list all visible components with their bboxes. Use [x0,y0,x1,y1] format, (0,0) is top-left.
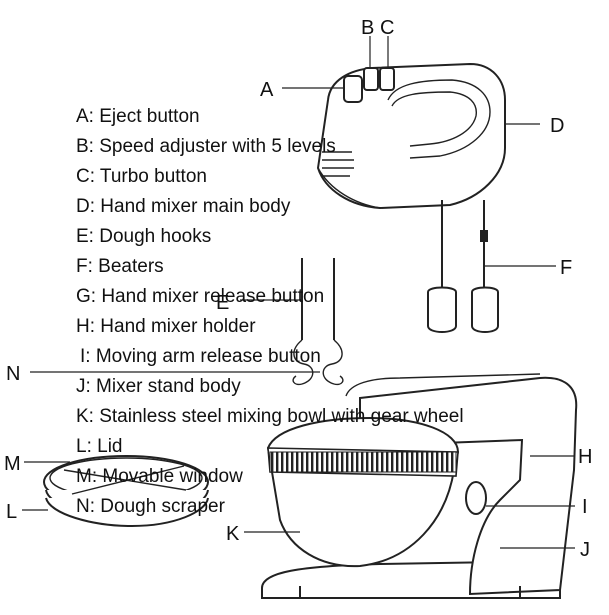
legend-item-L: L: Lid [76,436,122,457]
legend-item-I: I: Moving arm release button [80,346,321,367]
legend-item-H: H: Hand mixer holder [76,316,256,337]
hand-mixer-illustration [318,64,505,208]
legend-item-J: J: Mixer stand body [76,376,241,397]
callout-J: J [580,539,590,561]
callout-D: D [550,115,564,137]
bowl-gear-wheel [270,452,456,472]
callout-I: I [582,496,588,518]
turbo-button-part [380,68,394,90]
callout-C: C [380,17,394,39]
legend-item-B: B: Speed adjuster with 5 levels [76,136,336,157]
legend-item-G: G: Hand mixer release button [76,286,324,307]
callout-K: K [226,523,240,545]
legend-item-K: K: Stainless steel mixing bowl with gear… [76,406,464,427]
callout-L: L [6,501,17,523]
moving-arm-release-part [466,482,486,514]
legend-item-E: E: Dough hooks [76,226,211,247]
callout-H: H [578,446,592,468]
legend-item-F: F: Beaters [76,256,164,277]
callout-M: M [4,453,21,475]
callout-F: F [560,257,572,279]
callout-N: N [6,363,20,385]
legend-item-M: M: Movable window [76,466,243,487]
speed-adjuster-part [364,68,378,90]
legend-item-C: C: Turbo button [76,166,207,187]
legend-item-A: A: Eject button [76,106,200,127]
callout-A: A [260,79,274,101]
callout-B: B [361,17,374,39]
legend-item-D: D: Hand mixer main body [76,196,291,217]
eject-button-part [344,76,362,102]
legend-item-N: N: Dough scraper [76,496,226,517]
